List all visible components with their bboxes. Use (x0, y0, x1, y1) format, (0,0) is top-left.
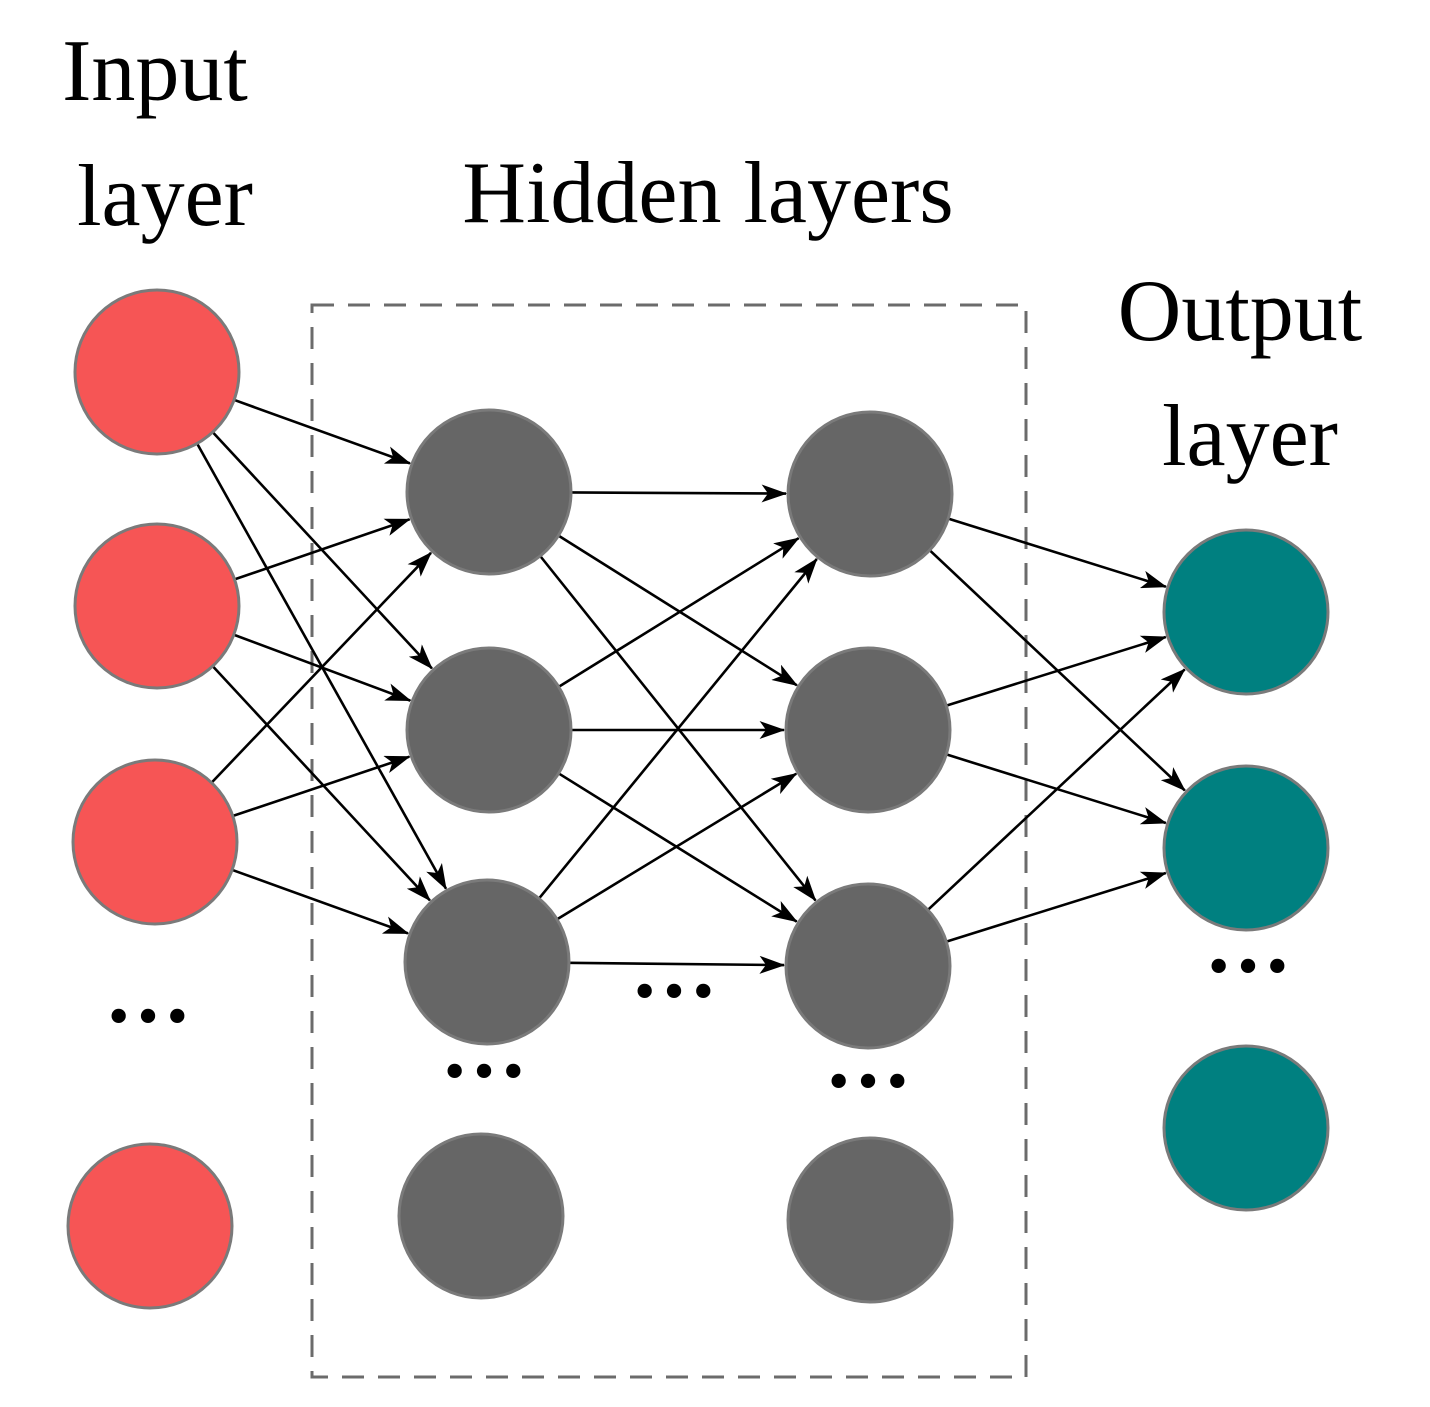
edge-input-3-to-hidden1-2 (230, 755, 411, 818)
network-nodes (66, 288, 1330, 1310)
edge-input-3-to-hidden1-3 (229, 867, 410, 935)
input-node-1 (73, 288, 241, 456)
between-hidden-layers-ellipsis: ··· (630, 943, 718, 1040)
edge-input-1-to-hidden1-1 (231, 397, 412, 465)
output-node-3 (1162, 1044, 1330, 1212)
hidden1-node-1 (405, 408, 573, 576)
edge-hidden2-3-to-output-1 (925, 668, 1186, 913)
hidden-layers-title: Hidden layers (462, 145, 953, 242)
edge-hidden2-2-to-output-1 (944, 635, 1168, 708)
edge-hidden2-2-to-output-2 (944, 752, 1168, 825)
edge-hidden1-1-to-hidden2-1 (568, 484, 788, 503)
input-layer-ellipsis: ··· (104, 968, 192, 1065)
edge-hidden2-1-to-output-2 (927, 547, 1186, 792)
hidden-layer-1-ellipsis: ··· (440, 1023, 528, 1120)
input-node-2 (73, 522, 241, 690)
output-node-2 (1162, 764, 1330, 932)
hidden2-node-2 (784, 646, 952, 814)
hidden-layer-2-ellipsis: ··· (824, 1033, 912, 1130)
output-layer-title-line2: layer (1162, 388, 1338, 485)
output-node-1 (1162, 528, 1330, 696)
edge-hidden1-1-to-hidden2-3 (537, 553, 817, 902)
edge-input-2-to-hidden1-3 (210, 663, 431, 902)
edge-hidden1-1-to-hidden2-2 (556, 533, 798, 687)
hidden2-node-1 (786, 410, 954, 578)
hidden-layers-frame (310, 303, 1028, 1379)
input-layer-title-line1: Input (62, 23, 248, 120)
edge-input-2-to-hidden1-1 (232, 518, 411, 582)
input-node-3 (71, 758, 239, 926)
edge-hidden1-2-to-hidden2-1 (556, 537, 800, 690)
edge-hidden1-3-to-hidden2-3 (566, 955, 786, 974)
hidden2-node-4 (786, 1136, 954, 1304)
edge-input-1-to-hidden1-3 (194, 441, 448, 890)
hidden2-node-3 (784, 882, 952, 1050)
hidden1-node-3 (403, 878, 571, 1046)
connection-edges (194, 397, 1186, 974)
edge-hidden1-3-to-hidden2-2 (554, 772, 798, 922)
edge-input-3-to-hidden1-1 (209, 551, 432, 785)
hidden1-node-2 (405, 646, 573, 814)
edge-hidden2-1-to-output-1 (945, 516, 1168, 589)
input-layer-title-line2: layer (77, 148, 253, 245)
hidden1-node-4 (397, 1132, 565, 1300)
output-layer-title-line1: Output (1118, 263, 1362, 360)
output-layer-ellipsis: ··· (1204, 918, 1292, 1015)
input-node-4 (66, 1142, 234, 1310)
edge-hidden1-3-to-hidden2-1 (536, 558, 818, 901)
edge-hidden2-3-to-output-2 (944, 871, 1168, 944)
